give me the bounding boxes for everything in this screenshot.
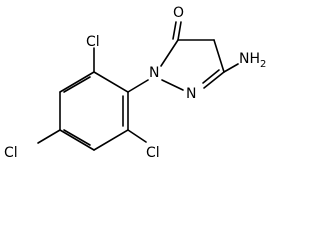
bond-n1-aryl: [127, 79, 149, 93]
molecule-svg: O NH2 N N Cl Cl Cl: [4, 5, 266, 161]
bond-c4-c3: [213, 39, 225, 73]
bond-c3-n2: [203, 71, 225, 89]
bond-ar5-ar6: [59, 71, 95, 93]
nitrogen-n2-label: N: [186, 86, 196, 102]
bond-ar4-cl: [37, 129, 61, 144]
bond-ar-inner-3: [63, 76, 91, 93]
bond-carbonyl-1: [177, 21, 182, 41]
bond-carbonyl-2: [172, 21, 177, 40]
bond-ar3-ar4: [59, 129, 95, 151]
bond-ar2-cl: [127, 129, 147, 143]
bond-n1-c5: [160, 39, 179, 67]
chlorine-left-label: Cl: [4, 145, 18, 161]
bond-c3-nh2: [223, 63, 239, 73]
bond-c3-n2-double: [202, 69, 220, 84]
bond-ar2-ar3: [93, 129, 129, 151]
amine-label: NH2: [239, 51, 266, 70]
bond-ar6-ar1: [93, 71, 129, 93]
chlorine-right-label: Cl: [146, 145, 160, 161]
chlorine-top-label: Cl: [86, 34, 100, 50]
bond-ar-inner-2: [63, 129, 91, 146]
structure-diagram: O NH2 N N Cl Cl Cl: [4, 5, 266, 161]
oxygen-label: O: [173, 5, 184, 21]
bond-n2-n1: [161, 79, 184, 91]
nitrogen-n1-label: N: [149, 65, 159, 81]
amine-subscript: 2: [260, 59, 266, 70]
